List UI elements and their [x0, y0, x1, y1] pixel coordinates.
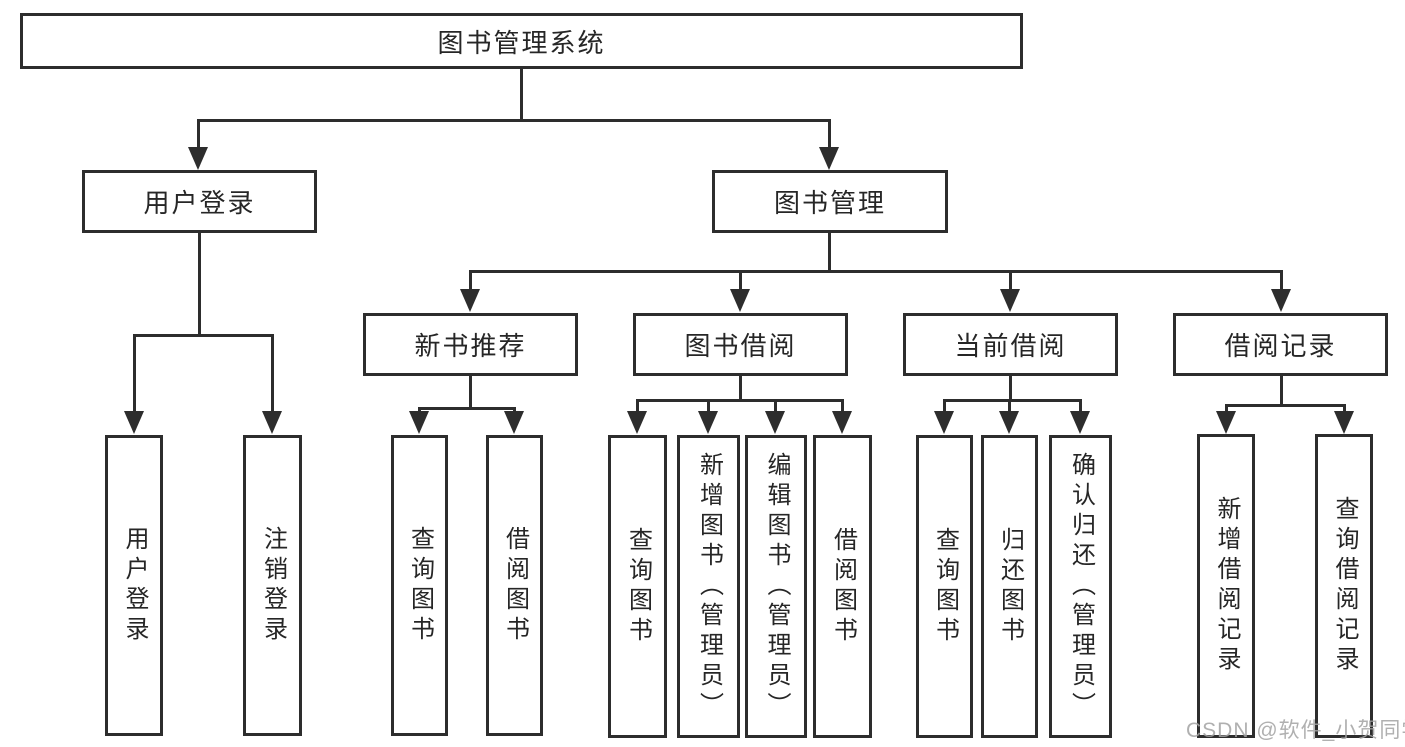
node-root-label: 图书管理系统 — [437, 27, 606, 58]
connector-drop-book-mgmt — [828, 119, 831, 151]
connector-borrow-records-split — [1225, 404, 1345, 407]
connector-drop-leaf — [133, 334, 136, 412]
connector-new-books-trunk — [469, 376, 472, 410]
connector-current-borrow-trunk — [1009, 376, 1012, 402]
node-current-borrow: 当前借阅 — [903, 313, 1118, 376]
arrow-down-icon — [765, 411, 785, 434]
leaf-label: 查询图书 — [624, 526, 652, 647]
connector-drop-leaf — [707, 399, 710, 415]
leaf-user-login: 用户登录 — [105, 435, 163, 736]
connector-book-borrow-split — [636, 399, 842, 402]
leaf-book-borrow-edit-admin: 编辑图书（管理员） — [745, 435, 807, 738]
connector-drop-leaf — [1225, 404, 1228, 415]
node-book-mgmt-label: 图书管理 — [773, 188, 886, 218]
leaf-label: 借阅图书 — [829, 526, 857, 647]
connector-drop-leaf — [774, 399, 777, 415]
arrow-down-icon — [1334, 411, 1354, 434]
leaf-label: 归还图书 — [996, 526, 1024, 647]
connector-root-split — [197, 119, 831, 122]
connector-drop-leaf — [636, 399, 639, 415]
node-book-borrow-label: 图书借阅 — [684, 331, 797, 361]
node-current-borrow-label: 当前借阅 — [954, 331, 1067, 361]
arrow-down-icon — [999, 411, 1019, 434]
leaf-current-borrow-confirm-admin: 确认归还（管理员） — [1049, 435, 1112, 738]
arrow-down-icon — [124, 411, 144, 434]
connector-drop-leaf — [271, 334, 274, 412]
leaf-new-books-query: 查询图书 — [391, 435, 448, 736]
leaf-new-books-borrow: 借阅图书 — [486, 435, 543, 736]
arrow-down-icon — [730, 289, 750, 312]
leaf-records-add: 新增借阅记录 — [1197, 434, 1255, 738]
node-user-login-label: 用户登录 — [143, 188, 256, 218]
arrow-down-icon — [698, 411, 718, 434]
arrow-down-icon — [934, 411, 954, 434]
leaf-label: 新增借阅记录 — [1213, 496, 1240, 676]
arrow-down-icon — [1070, 411, 1090, 434]
connector-drop-new-books — [469, 270, 472, 292]
connector-user-login-split — [133, 334, 274, 337]
connector-drop-leaf — [1343, 404, 1346, 415]
connector-drop-leaf — [1079, 399, 1082, 415]
leaf-label: 借阅图书 — [501, 525, 529, 646]
connector-book-mgmt-trunk — [828, 233, 831, 273]
arrow-down-icon — [832, 411, 852, 434]
leaf-label: 新增图书（管理员） — [695, 451, 723, 722]
leaf-label: 用户登录 — [121, 525, 148, 646]
node-book-mgmt: 图书管理 — [712, 170, 948, 233]
connector-new-books-split — [418, 407, 516, 410]
arrow-down-icon — [460, 289, 480, 312]
connector-drop-book-borrow — [739, 270, 742, 292]
connector-drop-leaf — [943, 399, 946, 415]
leaf-book-borrow-borrow: 借阅图书 — [813, 435, 872, 738]
connector-user-login-trunk — [198, 233, 201, 337]
leaf-current-borrow-return: 归还图书 — [981, 435, 1038, 738]
connector-drop-current-borrow — [1009, 270, 1012, 292]
arrow-down-icon — [262, 411, 282, 434]
connector-borrow-records-trunk — [1280, 376, 1283, 407]
connector-drop-user-login — [197, 119, 200, 151]
node-user-login: 用户登录 — [82, 170, 317, 233]
arrow-down-icon — [504, 411, 524, 434]
leaf-logout: 注销登录 — [243, 435, 302, 736]
arrow-down-icon — [1216, 411, 1236, 434]
leaf-label: 确认归还（管理员） — [1067, 451, 1095, 722]
node-book-borrow: 图书借阅 — [633, 313, 848, 376]
node-borrow-records-label: 借阅记录 — [1224, 331, 1337, 361]
connector-level3-split — [469, 270, 1283, 273]
leaf-label: 查询图书 — [931, 526, 959, 647]
node-root: 图书管理系统 — [20, 13, 1023, 69]
arrow-down-icon — [627, 411, 647, 434]
leaf-label: 注销登录 — [259, 525, 287, 646]
leaf-book-borrow-query: 查询图书 — [608, 435, 667, 738]
connector-drop-leaf — [1008, 399, 1011, 415]
node-borrow-records: 借阅记录 — [1173, 313, 1388, 376]
arrow-down-icon — [409, 411, 429, 434]
csdn-watermark: CSDN @软件_小贺同学 — [1186, 719, 1405, 742]
arrow-down-icon — [1271, 289, 1291, 312]
arrow-down-icon — [188, 147, 208, 170]
connector-drop-borrow-records — [1280, 270, 1283, 292]
leaf-current-borrow-query: 查询图书 — [916, 435, 973, 738]
arrow-down-icon — [1000, 289, 1020, 312]
node-new-books-label: 新书推荐 — [414, 331, 527, 361]
leaf-label: 查询借阅记录 — [1331, 496, 1358, 676]
connector-book-borrow-trunk — [739, 376, 742, 402]
leaf-label: 查询图书 — [406, 525, 434, 646]
connector-drop-leaf — [841, 399, 844, 415]
arrow-down-icon — [819, 147, 839, 170]
node-new-books: 新书推荐 — [363, 313, 578, 376]
connector-root-trunk — [520, 69, 523, 122]
leaf-records-query: 查询借阅记录 — [1315, 434, 1373, 738]
connector-current-borrow-split — [943, 399, 1081, 402]
leaf-label: 编辑图书（管理员） — [763, 451, 790, 722]
leaf-book-borrow-add-admin: 新增图书（管理员） — [677, 435, 740, 738]
